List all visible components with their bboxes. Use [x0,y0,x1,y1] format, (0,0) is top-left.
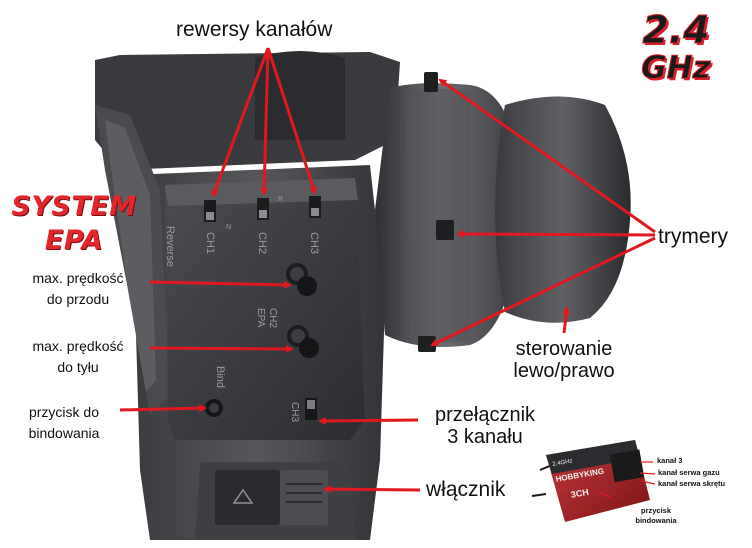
system-epa-line1: SYSTEM [11,191,137,222]
trim-tab-top [424,72,438,92]
label-sterowanie-line1: sterowanie [515,338,613,360]
ghz-badge: 2.4 GHz [628,10,724,88]
receiver-label-bind-line2: bindowania [635,516,677,525]
receiver-label-bind-line1: przycisk [640,506,672,515]
control-panel [165,178,365,440]
label-max-tyl-line2: do tyłu [57,359,99,375]
label-przelacznik: przełącznik 3 kanału [420,404,550,448]
label-max-predkosc-tyl: max. prędkość do tyłu [2,336,154,378]
label-przycisk-line2: bindowania [28,425,100,441]
label-wlacznik: włącznik [426,478,506,501]
label-przycisk-line1: przycisk do [28,404,100,420]
label-przelacznik-line1: przełącznik [434,404,536,426]
device-label-reverse: Reverse [164,226,176,267]
label-trymery: trymery [658,225,728,248]
receiver-label-ch3: kanał 3 [657,456,683,465]
epa-knobs [286,263,319,358]
trim-tab-middle [436,220,454,240]
device-label-ch2-epa-1: CH2 [267,308,278,329]
receiver-label-bind: przycisk bindowania [626,506,686,526]
label-max-predkosc-przod: max. prędkość do przodu [2,268,154,310]
device-label-n: N [226,224,232,231]
label-sterowanie: sterowanie lewo/prawo [494,338,634,382]
label-max-przod-line1: max. prędkość [32,270,124,286]
device-label-bind: Bind [214,366,226,389]
ghz-badge-number: 2.4 [642,8,710,52]
device-label-ch1: CH1 [204,232,216,255]
label-max-tyl-line1: max. prędkość [32,338,124,354]
label-max-przod-line2: do przodu [46,291,110,307]
device-label-r: R [278,196,284,203]
device-label-ch3: CH3 [308,232,320,255]
label-rewersy-kanalow: rewersy kanałów [176,18,333,41]
label-przelacznik-line2: 3 kanału [447,426,523,448]
ghz-badge-unit: GHz [641,50,711,87]
foam-steering-wheel [495,96,631,323]
label-sterowanie-line2: lewo/prawo [513,360,615,382]
system-epa-line2: EPA [44,225,104,256]
receiver-label-gaz: kanał serwa gazu [658,468,720,477]
device-label-ch3-switch: CH3 [289,402,300,423]
system-epa-title: SYSTEM EPA [6,190,142,258]
device-label-ch2: CH2 [256,232,268,255]
label-przycisk-bindowania: przycisk do bindowania [6,402,122,444]
annotation-arrows [119,47,656,499]
receiver-label-skret: kanał serwa skrętu [658,479,726,488]
receiver-photo [531,440,650,522]
reverse-switches [204,196,321,222]
device-label-ch2-epa-2: EPA [255,308,266,328]
